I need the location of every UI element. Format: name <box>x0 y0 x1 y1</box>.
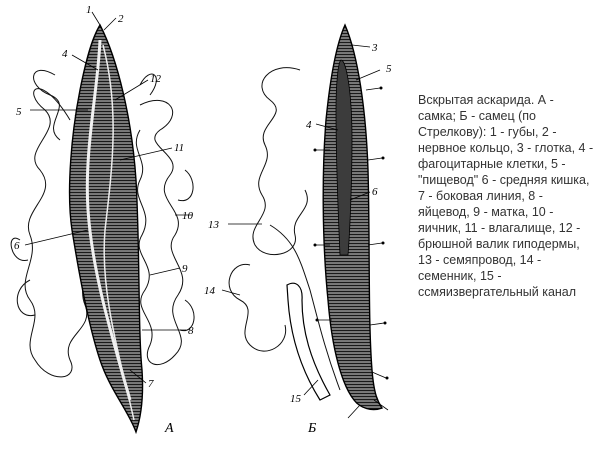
pointer-m15 <box>303 379 319 396</box>
pointer-7 <box>129 369 147 384</box>
panel-label-male: Б <box>307 421 316 436</box>
label-2: 2 <box>118 13 124 25</box>
bristles <box>316 87 389 419</box>
pointer-m3 <box>351 44 371 48</box>
ovary-coils-left-2 <box>10 69 61 316</box>
pointer-6 <box>24 229 89 246</box>
label-9: 9 <box>182 263 188 275</box>
label-1: 1 <box>86 4 92 16</box>
label-5: 5 <box>16 106 22 118</box>
female-lateral-line <box>102 44 135 421</box>
testis-coils <box>228 67 308 352</box>
label-m4: 4 <box>306 119 312 131</box>
label-7: 7 <box>148 378 154 390</box>
label-10: 10 <box>182 210 194 222</box>
pointer-1 <box>91 11 101 26</box>
ejaculatory-canal <box>286 282 331 401</box>
label-8: 8 <box>188 325 194 337</box>
ascaris-diagram: 1 2 4 5 12 11 6 10 9 8 7 А <box>10 4 392 436</box>
pointer-m14 <box>221 289 241 296</box>
female-specimen: 1 2 4 5 12 11 6 10 9 8 7 А <box>10 4 195 436</box>
label-4: 4 <box>62 48 68 60</box>
pointer-11 <box>119 147 173 161</box>
label-6: 6 <box>14 240 20 252</box>
label-m3: 3 <box>371 42 378 54</box>
pointer-12 <box>114 79 149 101</box>
pointer-m6 <box>349 191 371 201</box>
male-intestine <box>335 59 353 256</box>
male-body <box>322 23 384 411</box>
figure-caption: Вскрытая аскарида. А - самка; Б - самец … <box>418 93 594 299</box>
label-m14: 14 <box>204 285 216 297</box>
pointer-2 <box>103 17 117 31</box>
label-12: 12 <box>150 73 162 85</box>
ovary-coils-right-2 <box>139 73 195 332</box>
female-intestine <box>85 39 132 401</box>
label-m13: 13 <box>208 219 220 231</box>
label-m6: 6 <box>372 186 378 198</box>
ovary-coils-right <box>135 99 184 365</box>
seminal-duct <box>269 224 341 391</box>
female-body <box>68 23 144 435</box>
label-m15: 15 <box>290 393 302 405</box>
male-specimen: 3 5 4 6 13 14 15 Б <box>204 23 392 436</box>
pointer-9 <box>149 267 181 276</box>
pointer-m5 <box>355 69 381 81</box>
pointer-m4 <box>315 123 339 131</box>
label-11: 11 <box>174 142 184 154</box>
pointer-4 <box>71 54 99 71</box>
label-m5: 5 <box>386 63 392 75</box>
panel-label-female: А <box>164 421 174 436</box>
